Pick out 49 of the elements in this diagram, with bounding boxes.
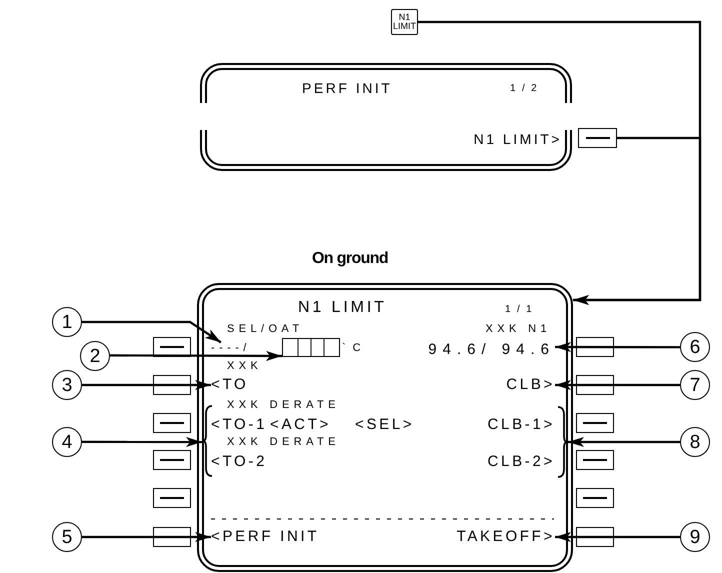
arrow <box>82 532 211 542</box>
screen-text: XXK DERATE <box>227 399 340 413</box>
screen-text: 1 / 2 <box>510 83 538 95</box>
screen-text: CLB> <box>506 376 555 394</box>
screen-text: <TO-1 <box>211 416 268 434</box>
screen-text: CLB-2> <box>488 453 555 471</box>
callout-number: 3 <box>52 370 82 400</box>
arrow <box>555 380 680 390</box>
screen-text: 94.6/ 94.6 <box>428 341 555 359</box>
brace <box>202 405 213 477</box>
screen-text: XXK DERATE <box>227 436 340 450</box>
callout-number: 7 <box>680 370 710 400</box>
arrow <box>573 136 702 305</box>
entry-boxes <box>282 338 340 357</box>
line-select-key <box>578 128 617 148</box>
arrow <box>82 320 222 344</box>
callout-number: 6 <box>680 332 710 362</box>
screen-text: PERF INIT <box>302 80 392 96</box>
callout-number: 9 <box>680 522 710 552</box>
screen-text: N1 LIMIT <box>298 298 387 318</box>
screen-text: <TO <box>211 376 248 394</box>
screen-text: <TO-2 <box>211 453 268 471</box>
callout-number: 2 <box>80 341 110 371</box>
mode-key: N1 LIMIT <box>391 9 418 35</box>
screen-text: <ACT> <box>270 416 332 434</box>
screen-text: 1 / 1 <box>505 304 534 316</box>
arrow <box>110 350 282 361</box>
screen-text: CLB-1> <box>488 416 555 434</box>
callout-number: 8 <box>680 427 710 457</box>
screen-text: <PERF INIT <box>211 528 320 546</box>
screen-text: SEL/OAT <box>227 323 304 337</box>
screen-text: TAKEOFF> <box>456 528 555 546</box>
arrow <box>82 380 211 390</box>
arrow <box>82 436 202 447</box>
arrow <box>555 342 680 352</box>
screen-text: XXK N1 <box>485 323 551 337</box>
callout-number: 1 <box>52 307 82 337</box>
display-screen <box>197 283 573 572</box>
brace <box>557 406 568 478</box>
screen-text: ----/ <box>211 342 251 356</box>
arrow <box>568 437 680 447</box>
arrow <box>555 532 680 542</box>
caption: On ground <box>312 249 388 269</box>
callout-number: 4 <box>52 427 82 457</box>
screen-text: N1 LIMIT> <box>474 130 562 148</box>
screen-text: XXK <box>227 360 262 374</box>
callout-number: 5 <box>52 522 82 552</box>
screen-text: ` C <box>342 342 363 356</box>
screen-text: <SEL> <box>355 416 414 434</box>
